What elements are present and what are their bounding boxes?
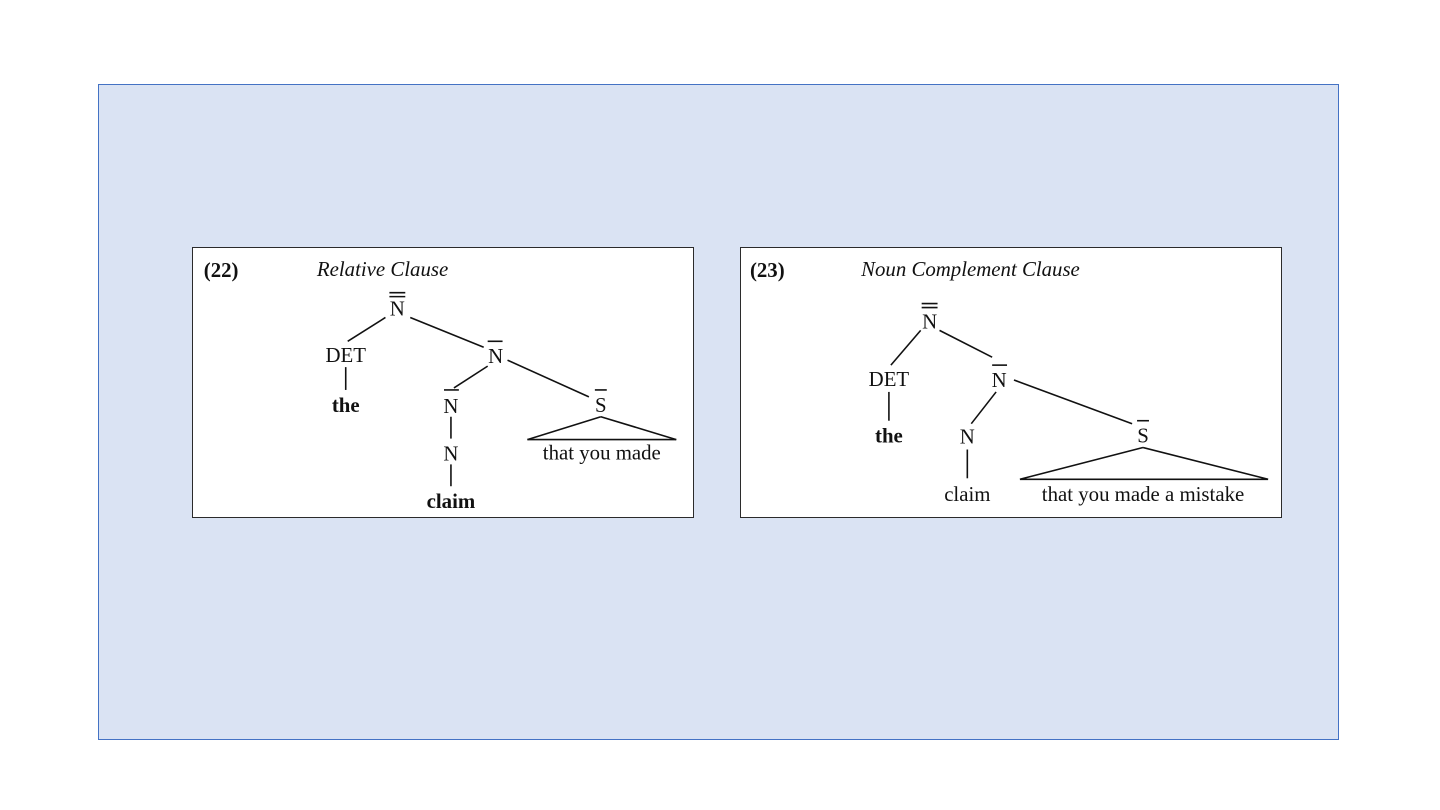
figure-title: Relative Clause [316, 257, 448, 281]
word-clause: that you made a mistake [1042, 482, 1244, 506]
node-sbar: S [595, 393, 607, 417]
triangle-right [1142, 446, 1269, 481]
edge-root-det [347, 316, 386, 342]
node-det: DET [869, 367, 910, 391]
edge-nbar-sbar [507, 359, 590, 398]
edge-root-nbar [409, 316, 484, 348]
node-n: N [443, 441, 458, 465]
edge-nbar-n [970, 391, 997, 425]
relative-clause-figure: (22) Relative Clause N DET N N N S the c… [192, 247, 694, 518]
figure-number: (23) [750, 258, 785, 282]
edge-nbar-nbar [453, 365, 489, 389]
node-nbar: N [488, 344, 503, 368]
node-root-n: N [390, 296, 405, 320]
figure-title: Noun Complement Clause [860, 257, 1080, 281]
triangle-left [1019, 446, 1144, 481]
edge-nbar-sbar [1013, 379, 1133, 425]
node-det: DET [325, 343, 366, 367]
word-claim: claim [944, 482, 990, 506]
node-sbar: S [1137, 424, 1149, 448]
word-the: the [875, 424, 903, 448]
triangle-right [600, 415, 677, 441]
relative-clause-tree: (22) Relative Clause N DET N N N S the c… [204, 257, 677, 513]
node-nbar: N [992, 368, 1007, 392]
figure-number: (22) [204, 258, 239, 282]
edge-root-det [890, 329, 922, 366]
noun-complement-tree: (23) Noun Complement Clause N DET N N S … [750, 257, 1269, 506]
word-the: the [332, 393, 360, 417]
word-claim: claim [427, 489, 476, 513]
node-n: N [960, 425, 975, 449]
noun-complement-clause-figure: (23) Noun Complement Clause N DET N N S … [740, 247, 1282, 518]
node-root-n: N [922, 309, 937, 333]
word-clause: that you made [543, 440, 661, 464]
triangle-left [527, 415, 602, 441]
edge-root-nbar [939, 329, 993, 358]
node-nbar-lower: N [443, 394, 458, 418]
